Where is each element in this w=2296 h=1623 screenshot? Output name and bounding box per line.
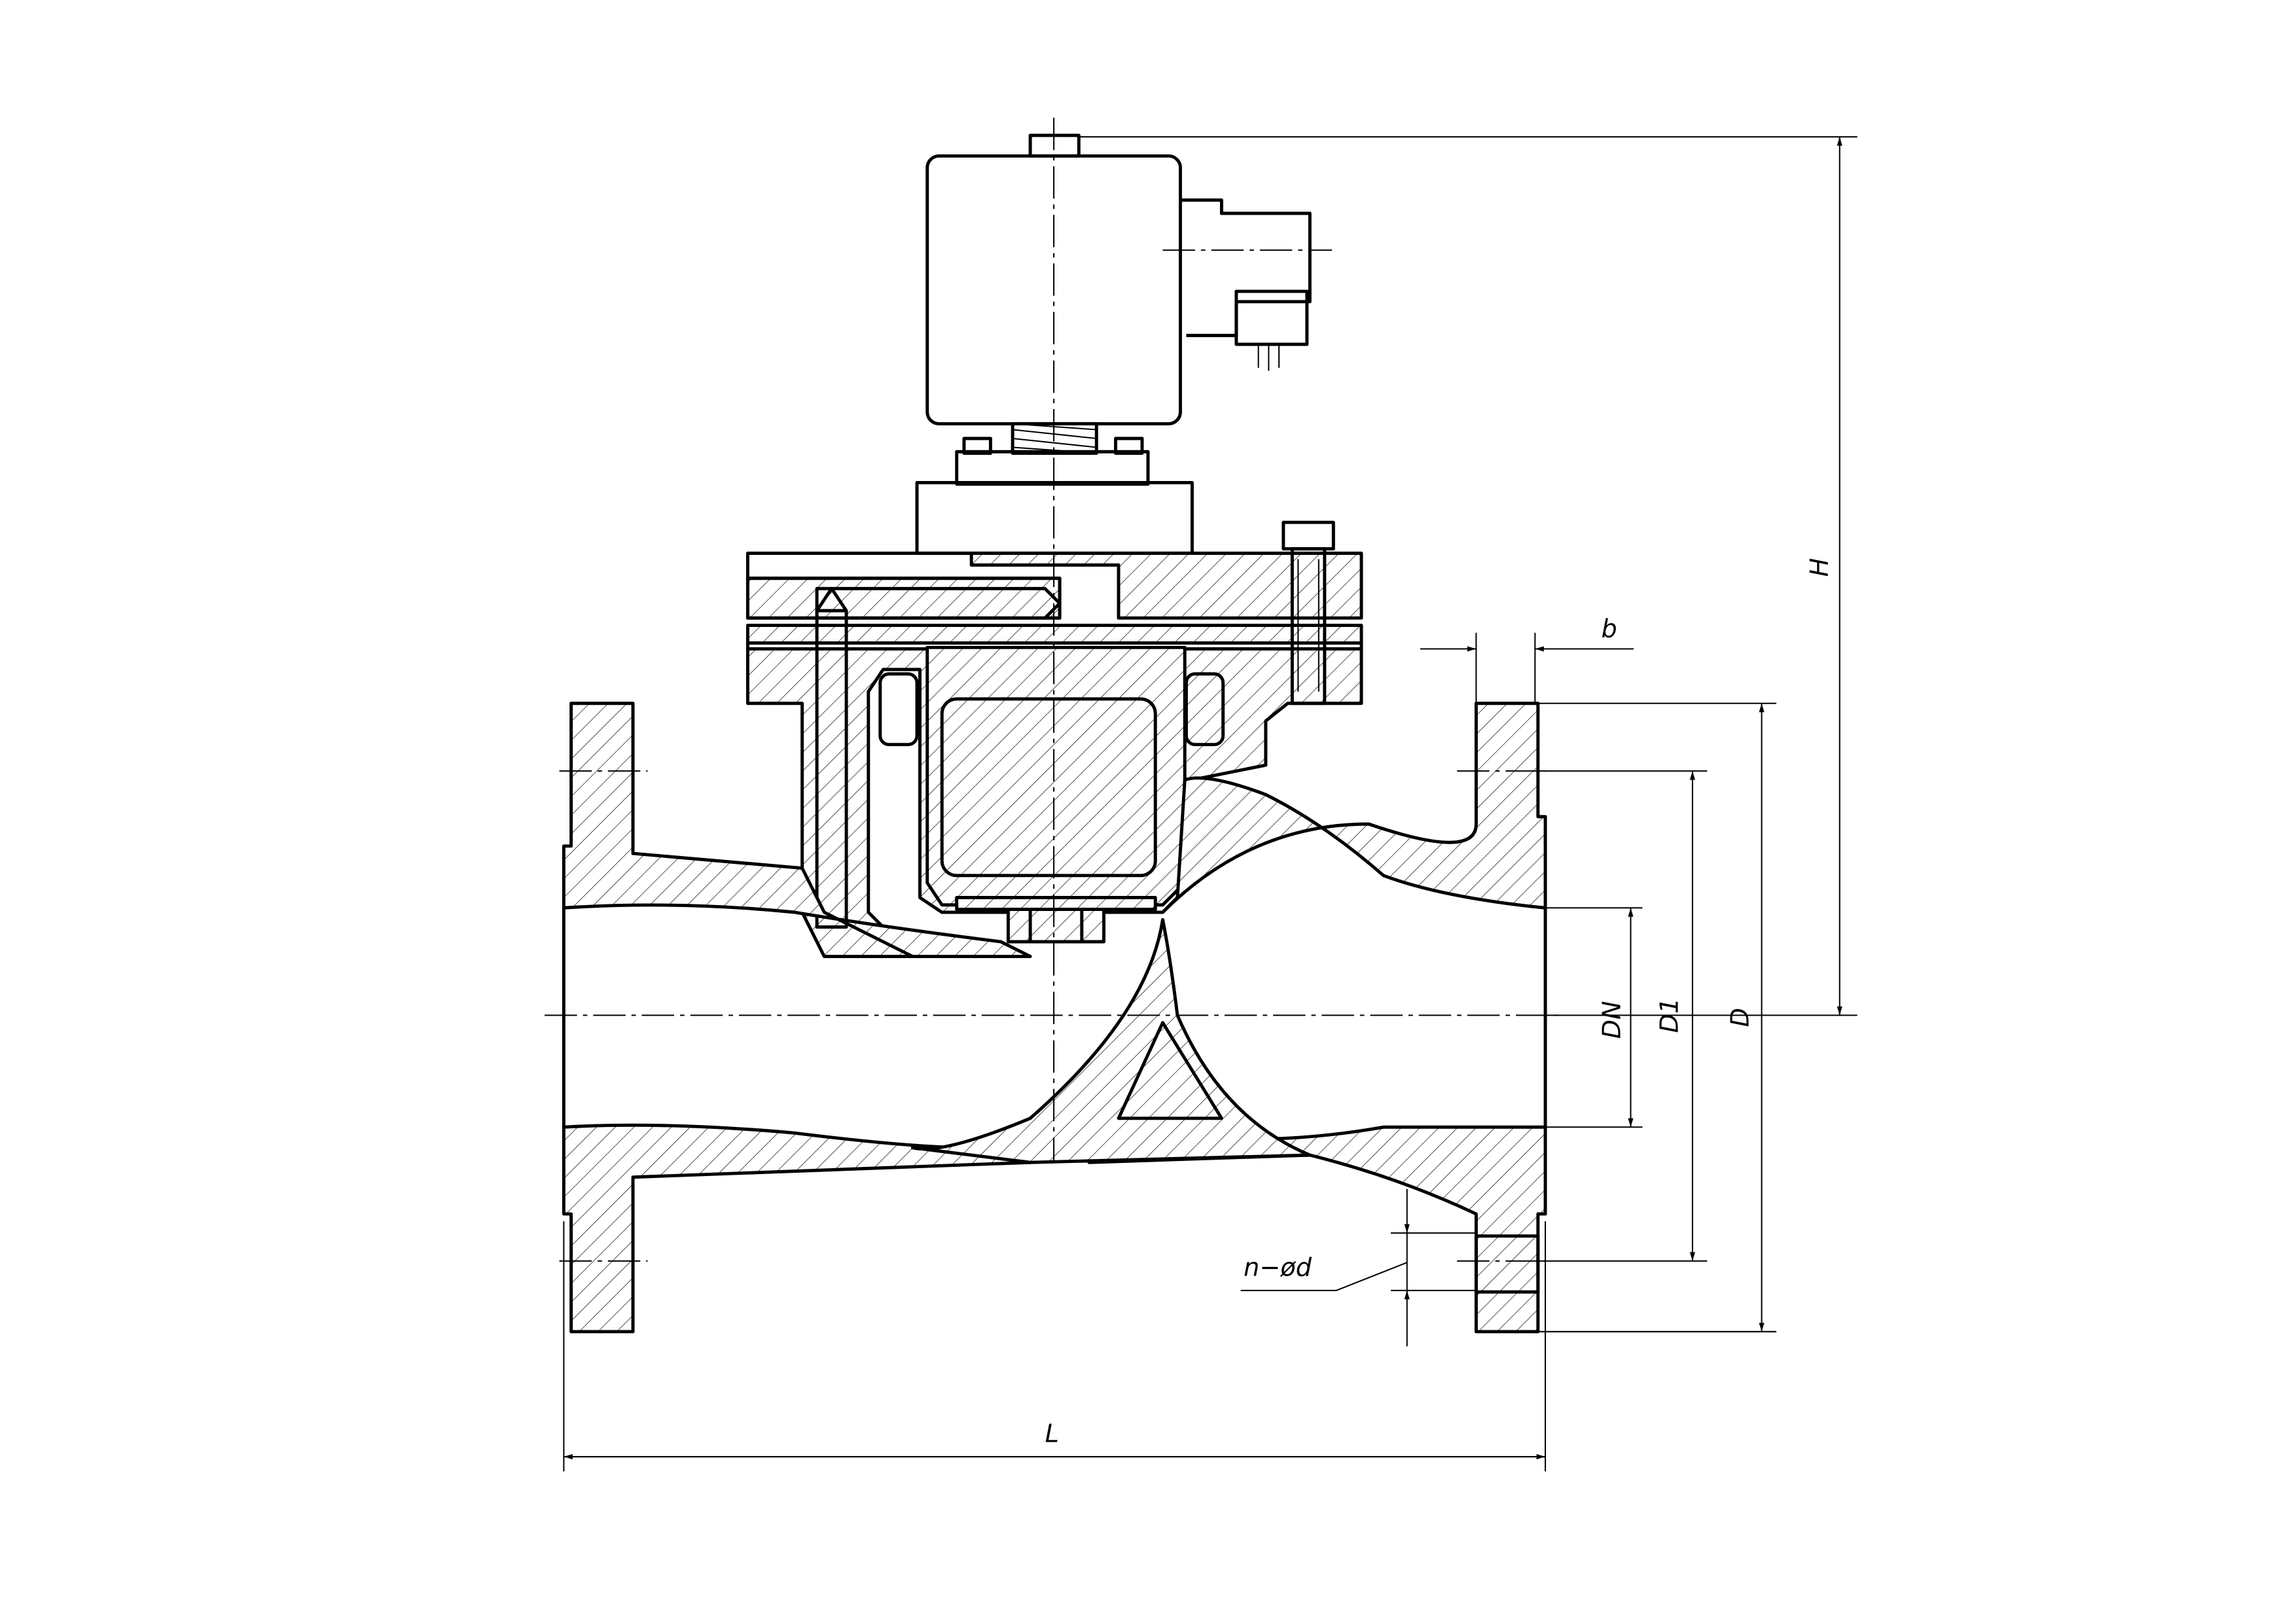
connector-plug — [1234, 289, 1309, 346]
dim-b-label: b — [1602, 615, 1617, 644]
dim-bolt-holes-label: n−ød — [1244, 1253, 1312, 1282]
spring — [1011, 422, 1098, 455]
bonnet-block — [915, 481, 1194, 555]
piston — [925, 645, 1187, 944]
valve-body — [562, 702, 1547, 1334]
solenoid-coil — [925, 134, 1333, 426]
dim-H-label: H — [1806, 558, 1835, 577]
dim-D-label: D — [1726, 1008, 1755, 1027]
top-nut — [1028, 134, 1081, 158]
dim-DN-label: DN — [1598, 1001, 1627, 1039]
coil-base — [955, 450, 1150, 486]
dim-L-label: L — [1045, 1419, 1059, 1448]
bolt — [1282, 520, 1335, 705]
dim-D1-label: D1 — [1655, 998, 1684, 1033]
